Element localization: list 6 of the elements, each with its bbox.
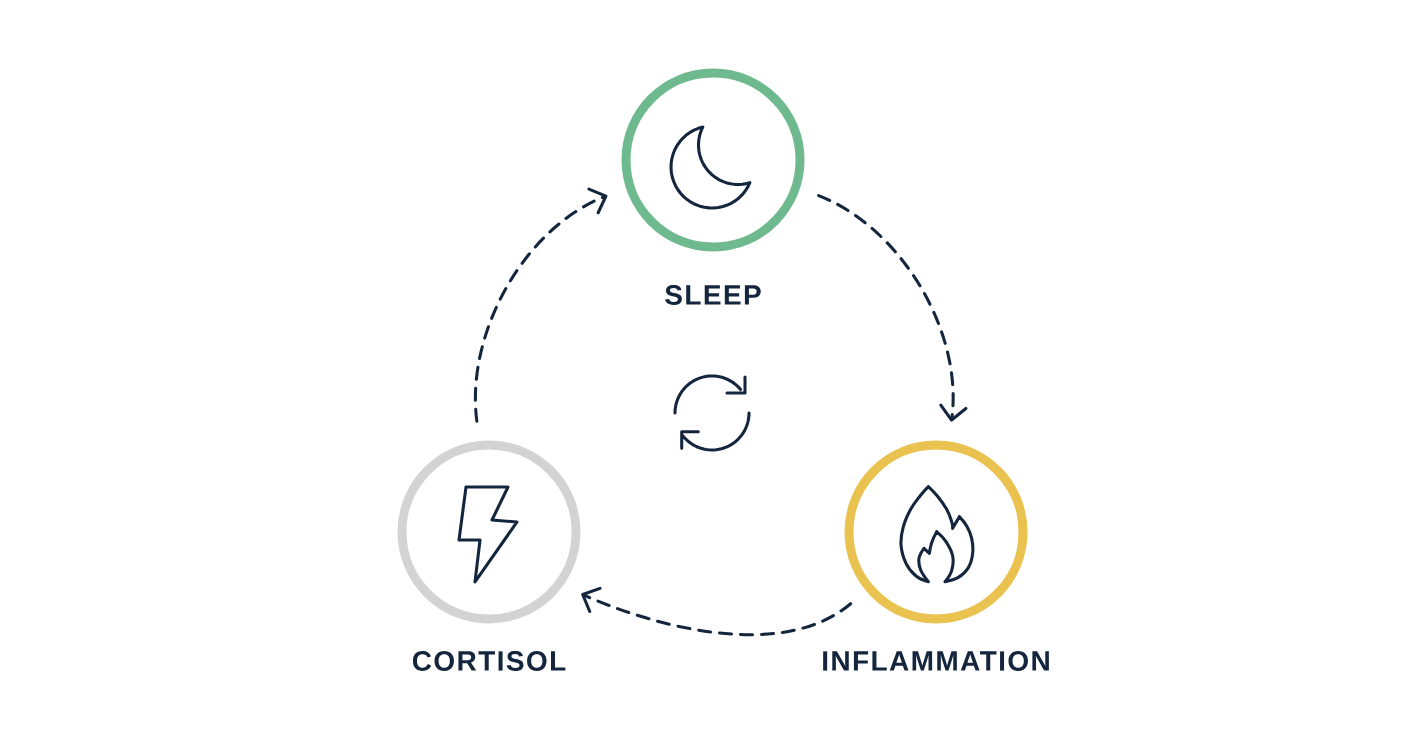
node-label: CORTISOL: [412, 651, 566, 671]
dashed-arrow: [473, 187, 608, 423]
dashed-arrow: [581, 586, 853, 637]
dashed-arrow: [817, 194, 968, 422]
node-label: INFLAMMATION: [823, 651, 1049, 671]
node-label: SLEEP: [665, 285, 761, 305]
